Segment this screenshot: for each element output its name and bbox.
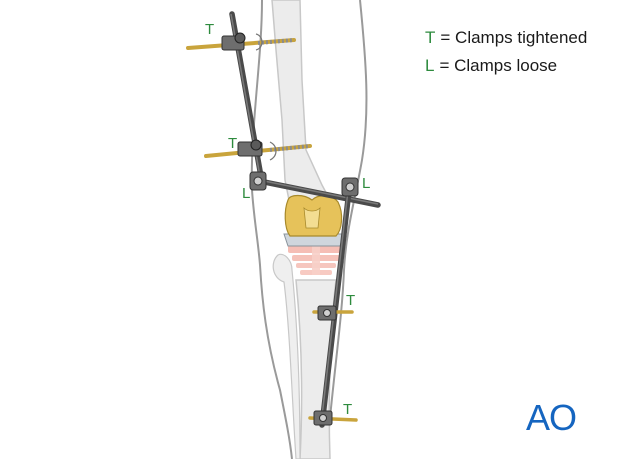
legend-text-tightened: = Clamps tightened <box>440 28 588 47</box>
legend-key-t: T <box>425 28 436 47</box>
tibial-implant <box>288 243 344 275</box>
connecting-bar <box>251 177 381 208</box>
tibial-rod <box>319 179 353 428</box>
legend-text-loose: = Clamps loose <box>439 56 558 75</box>
legend-item-tightened: T= Clamps tightened <box>425 24 587 52</box>
legend-item-loose: L= Clamps loose <box>425 52 587 80</box>
lower-pin-2 <box>308 410 358 426</box>
tag-upper-pin-2: T <box>228 135 237 152</box>
femoral-component-notch <box>303 206 321 229</box>
upper-pin-1 <box>186 32 296 51</box>
femoral-bar-joint <box>249 171 267 191</box>
tag-tibial-bar-joint: L <box>362 175 370 192</box>
upper-pin-2 <box>204 139 312 161</box>
tag-femoral-bar-joint: L <box>242 185 250 202</box>
ao-logo: AO <box>526 397 576 438</box>
tag-lower-pin-1: T <box>346 292 355 309</box>
femur-bone <box>271 0 332 206</box>
leg-outline <box>250 0 368 459</box>
lower-pin-1 <box>312 305 354 321</box>
tibial-bar-joint <box>341 177 359 197</box>
legend-key-l: L <box>425 56 435 75</box>
legend: T= Clamps tightened L= Clamps loose <box>425 24 587 80</box>
tag-upper-pin-1: T <box>205 21 214 38</box>
tag-lower-pin-2: T <box>343 401 352 418</box>
fibula-bone <box>272 253 301 459</box>
